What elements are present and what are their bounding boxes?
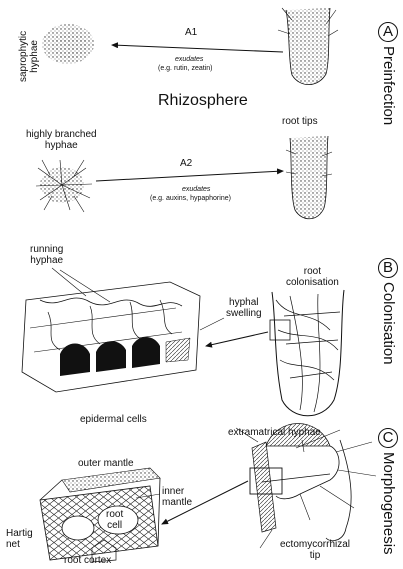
- root-cell-label: root cell: [106, 509, 123, 531]
- arrow-a1: [112, 45, 283, 52]
- root-tip-drawing-2: [286, 136, 332, 219]
- saprophytic-hyphae-label: saprophytic hyphae: [18, 31, 40, 82]
- ectomycorrhizal-tip-label: ectomycorrhizal tip: [280, 539, 350, 561]
- a2-exudates-label: exudates: [182, 186, 210, 194]
- ectomycorrhizal-tip-drawing: [236, 423, 376, 548]
- hyphal-swelling-pointer: [200, 318, 224, 330]
- section-c-letter: C: [378, 428, 398, 448]
- running-hyphae-pointer: [52, 268, 110, 302]
- epidermal-cells-label: epidermal cells: [80, 414, 147, 425]
- highly-branched-hyphae-drawing: [36, 160, 92, 212]
- rhizosphere-label: Rhizosphere: [158, 92, 248, 110]
- section-a-name: Preinfection: [380, 46, 397, 125]
- hyphal-swelling-label: hyphal swelling: [226, 297, 262, 319]
- saprophytic-hyphae-drawing: [42, 24, 94, 64]
- a1-label: A1: [185, 27, 197, 38]
- inner-mantle-label: inner mantle: [162, 486, 192, 508]
- extramatrical-hyphae-label: extramatrical hyphae: [228, 427, 321, 438]
- section-b-name: Colonisation: [380, 282, 397, 365]
- section-b-letter: B: [378, 258, 398, 278]
- a1-exudates-label: exudates: [175, 56, 203, 64]
- section-c-name: Morphogenesis: [380, 452, 397, 555]
- a1-examples-label: (e.g. rutin, zeatin): [158, 65, 212, 73]
- a2-examples-label: (e.g. auxins, hypaphorine): [150, 195, 231, 203]
- highly-branched-hyphae-label: highly branched hyphae: [26, 129, 97, 151]
- hartig-net-label: Hartig net: [6, 528, 33, 550]
- running-hyphae-label: running hyphae: [30, 244, 63, 266]
- root-tip-drawing-1: [278, 8, 338, 85]
- section-a-letter: A: [378, 22, 398, 42]
- root-colonisation-label: root colonisation: [286, 266, 339, 288]
- outer-mantle-label: outer mantle: [78, 458, 134, 469]
- section-a-title: A Preinfection: [378, 22, 398, 125]
- tissue-section-drawing: [40, 468, 160, 562]
- section-b-title: B Colonisation: [378, 258, 398, 365]
- root-cortex-label: root cortex: [64, 555, 111, 566]
- epidermis-block-drawing: [22, 282, 200, 392]
- root-tips-label: root tips: [282, 116, 318, 127]
- a2-label: A2: [180, 158, 192, 169]
- arrow-a2: [96, 171, 283, 181]
- arrow-colonisation: [206, 332, 268, 346]
- section-c-title: C Morphogenesis: [378, 428, 398, 555]
- colonised-root-drawing: [270, 290, 344, 416]
